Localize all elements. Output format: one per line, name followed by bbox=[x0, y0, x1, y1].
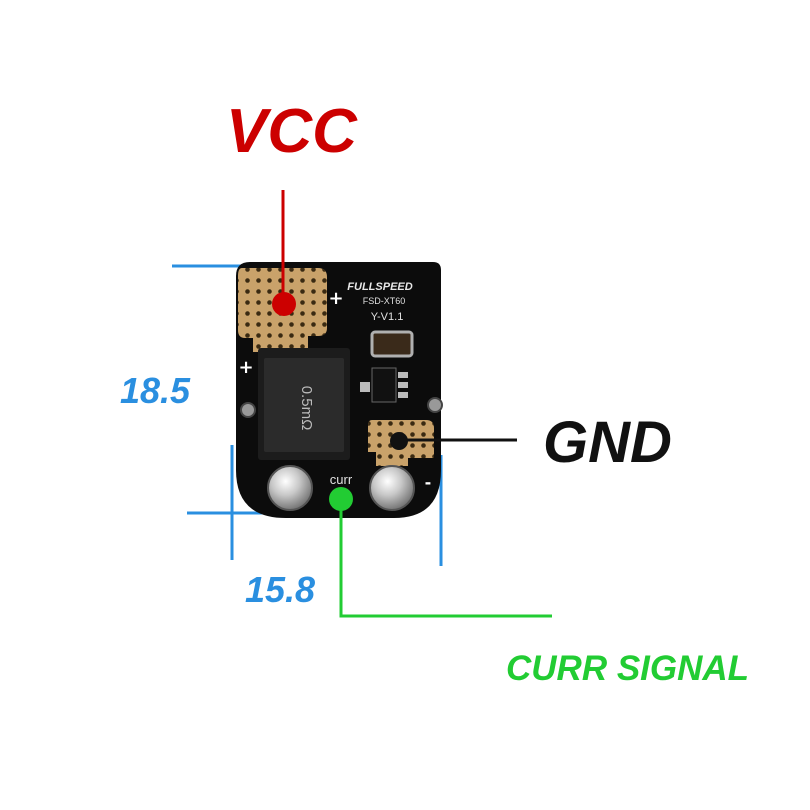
terminal-bolt-right bbox=[369, 465, 415, 511]
vcc-marker bbox=[272, 292, 296, 316]
silkscreen-plus-left: + bbox=[238, 357, 253, 378]
silkscreen-minus: - bbox=[425, 473, 432, 492]
curr-signal-label: CURR SIGNAL bbox=[506, 649, 749, 688]
silkscreen-version: Y-V1.1 bbox=[371, 311, 404, 323]
terminal-bolt-left bbox=[267, 465, 313, 511]
gnd-label: GND bbox=[543, 410, 672, 475]
silkscreen-model: FSD-XT60 bbox=[363, 296, 406, 306]
silkscreen-plus-top: + bbox=[328, 288, 343, 309]
gnd-marker bbox=[390, 432, 408, 450]
shunt-marking: 0.5mΩ bbox=[298, 386, 315, 431]
silkscreen-curr: curr bbox=[330, 472, 353, 487]
capacitor-component bbox=[370, 330, 414, 358]
width-dimension-label: 15.8 bbox=[245, 569, 315, 610]
height-dimension-label: 18.5 bbox=[120, 370, 191, 411]
silkscreen-brand: FULLSPEED bbox=[347, 281, 412, 293]
mount-hole-left bbox=[240, 402, 256, 418]
ic-component bbox=[371, 367, 397, 403]
pcb-board: 0.5mΩ FULLSPEED FSD-XT60 Y-V1.1 curr + +… bbox=[236, 262, 443, 518]
curr-leader-line bbox=[339, 498, 552, 618]
vcc-label: VCC bbox=[226, 97, 358, 166]
mount-hole-right bbox=[427, 397, 443, 413]
